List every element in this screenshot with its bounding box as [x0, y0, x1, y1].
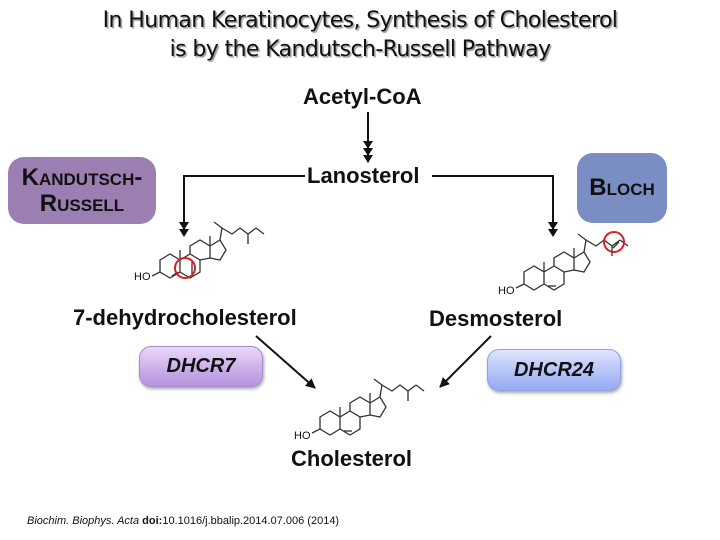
hydroxyl-label: HO — [294, 430, 311, 442]
enzyme-dhcr24: DHCR24 — [487, 349, 621, 391]
node-7-dehydrocholesterol: 7-dehydrocholesterol — [73, 305, 297, 330]
slide-title: In Human Keratinocytes, Synthesis of Cho… — [0, 6, 720, 64]
arrow-7dhc-to-cholesterol — [255, 335, 316, 389]
pathway-label-kr-line2: Russell — [39, 189, 125, 217]
arrow-lanosterol-to-desmosterol — [432, 175, 558, 237]
hydroxyl-label: HO — [498, 285, 515, 297]
arrow-lanosterol-to-7dhc — [179, 175, 305, 237]
enzyme-dhcr7: DHCR7 — [139, 346, 263, 387]
citation-doi: 10.1016/j.bbalip.2014.07.006 — [162, 515, 305, 527]
slide-title-line-1: In Human Keratinocytes, Synthesis of Cho… — [102, 8, 618, 33]
citation: Biochim. Biophys. Acta doi:10.1016/j.bba… — [27, 515, 339, 527]
node-desmosterol: Desmosterol — [429, 306, 563, 331]
arrow-acetylcoa-to-lanosterol — [363, 112, 373, 163]
citation-year: (2014) — [307, 515, 340, 527]
pathway-box-bloch: Bloch — [577, 153, 667, 223]
pathway-box-kandutsch-russell: Kandutsch- Russell — [8, 157, 156, 224]
structure-7-dehydrocholesterol: HO — [134, 221, 265, 283]
citation-journal: Biochim. Biophys. Acta — [27, 515, 140, 527]
node-acetyl-coa: Acetyl-CoA — [303, 84, 422, 109]
slide-title-line-2: is by the Kandutsch-Russell Pathway — [169, 37, 551, 62]
citation-doi-label: doi: — [142, 515, 163, 527]
structure-desmosterol: HO — [498, 231, 629, 297]
node-lanosterol: Lanosterol — [307, 163, 420, 188]
pathway-label-kr-line1: Kandutsch- — [21, 163, 143, 191]
structure-cholesterol: HO — [294, 378, 425, 442]
pathway-label-bloch: Bloch — [589, 174, 655, 201]
arrow-desmosterol-to-cholesterol — [439, 335, 492, 388]
node-cholesterol: Cholesterol — [291, 446, 413, 471]
hydroxyl-label: HO — [134, 271, 151, 283]
